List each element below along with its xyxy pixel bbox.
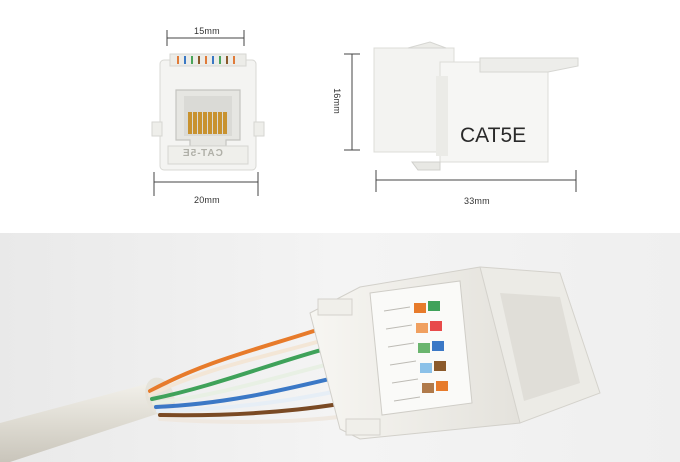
dimension-16mm-label: 16mm [331, 88, 342, 114]
dimension-33mm-label: 33mm [464, 196, 490, 206]
dimension-diagram-panel: 15mm 20mm 16mm 33mm CAT5E CAT-5E [151, 26, 579, 206]
wired-keystone-photo [0, 233, 680, 462]
front-mirrored-label: CAT-5E [182, 148, 223, 159]
front-view-jack [151, 53, 265, 171]
color-code-grid [414, 301, 448, 393]
dimension-20mm-label: 20mm [194, 195, 220, 205]
side-view-jack [373, 41, 579, 171]
keystone-dimension-drawing [151, 30, 579, 196]
dimension-15mm-label: 15mm [194, 26, 220, 36]
keystone-jack [309, 266, 601, 440]
cat5e-label: CAT5E [460, 124, 527, 147]
wiring-photo-panel [0, 233, 680, 462]
